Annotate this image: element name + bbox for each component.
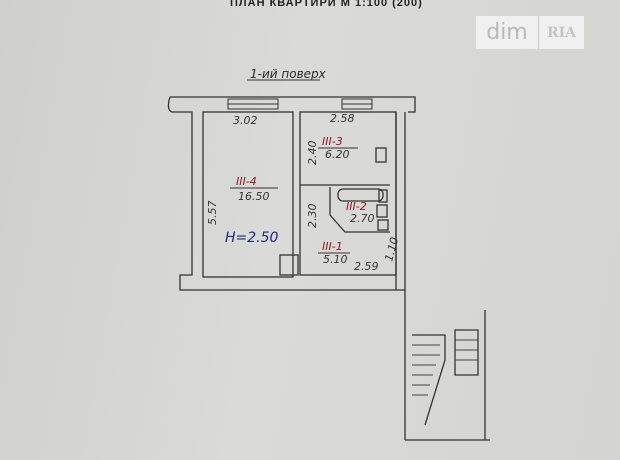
dim-hall-width: 2.59 [354,260,379,273]
stairs [412,329,479,426]
fixtures [375,147,389,231]
dimria-logo[interactable]: dim RIA [476,16,584,49]
room-III-2-id: III-2 [346,200,367,213]
room-III-2-area: 2.70 [350,212,375,225]
dim-side: 1.10 [382,236,401,263]
windows [227,98,373,110]
dim-room3-width: 2.58 [330,112,355,125]
dim-hall-depth: 2.30 [306,204,319,229]
room-III-4-area: 16.50 [238,190,270,203]
room-III-1-id: III-1 [322,240,343,253]
dim-room3-depth: 2.40 [306,141,319,166]
plan-title: ПЛАН КВАРТИРИ М 1:100 (200) [230,0,423,9]
walls [167,96,490,441]
room-III-3-area: 6.20 [325,148,350,161]
room-III-4-id: III-4 [236,175,257,188]
floor-label: 1-ий поверх [250,67,327,81]
room-III-3-id: III-3 [322,135,343,148]
logo-dim: dim [476,16,539,49]
ceiling-height: H=2.50 [225,230,279,246]
dim-room4-width: 3.02 [233,114,258,127]
dim-room4-depth: 5.57 [206,201,219,226]
room-III-1-area: 5.10 [323,253,348,266]
logo-ria: RIA [546,24,577,41]
